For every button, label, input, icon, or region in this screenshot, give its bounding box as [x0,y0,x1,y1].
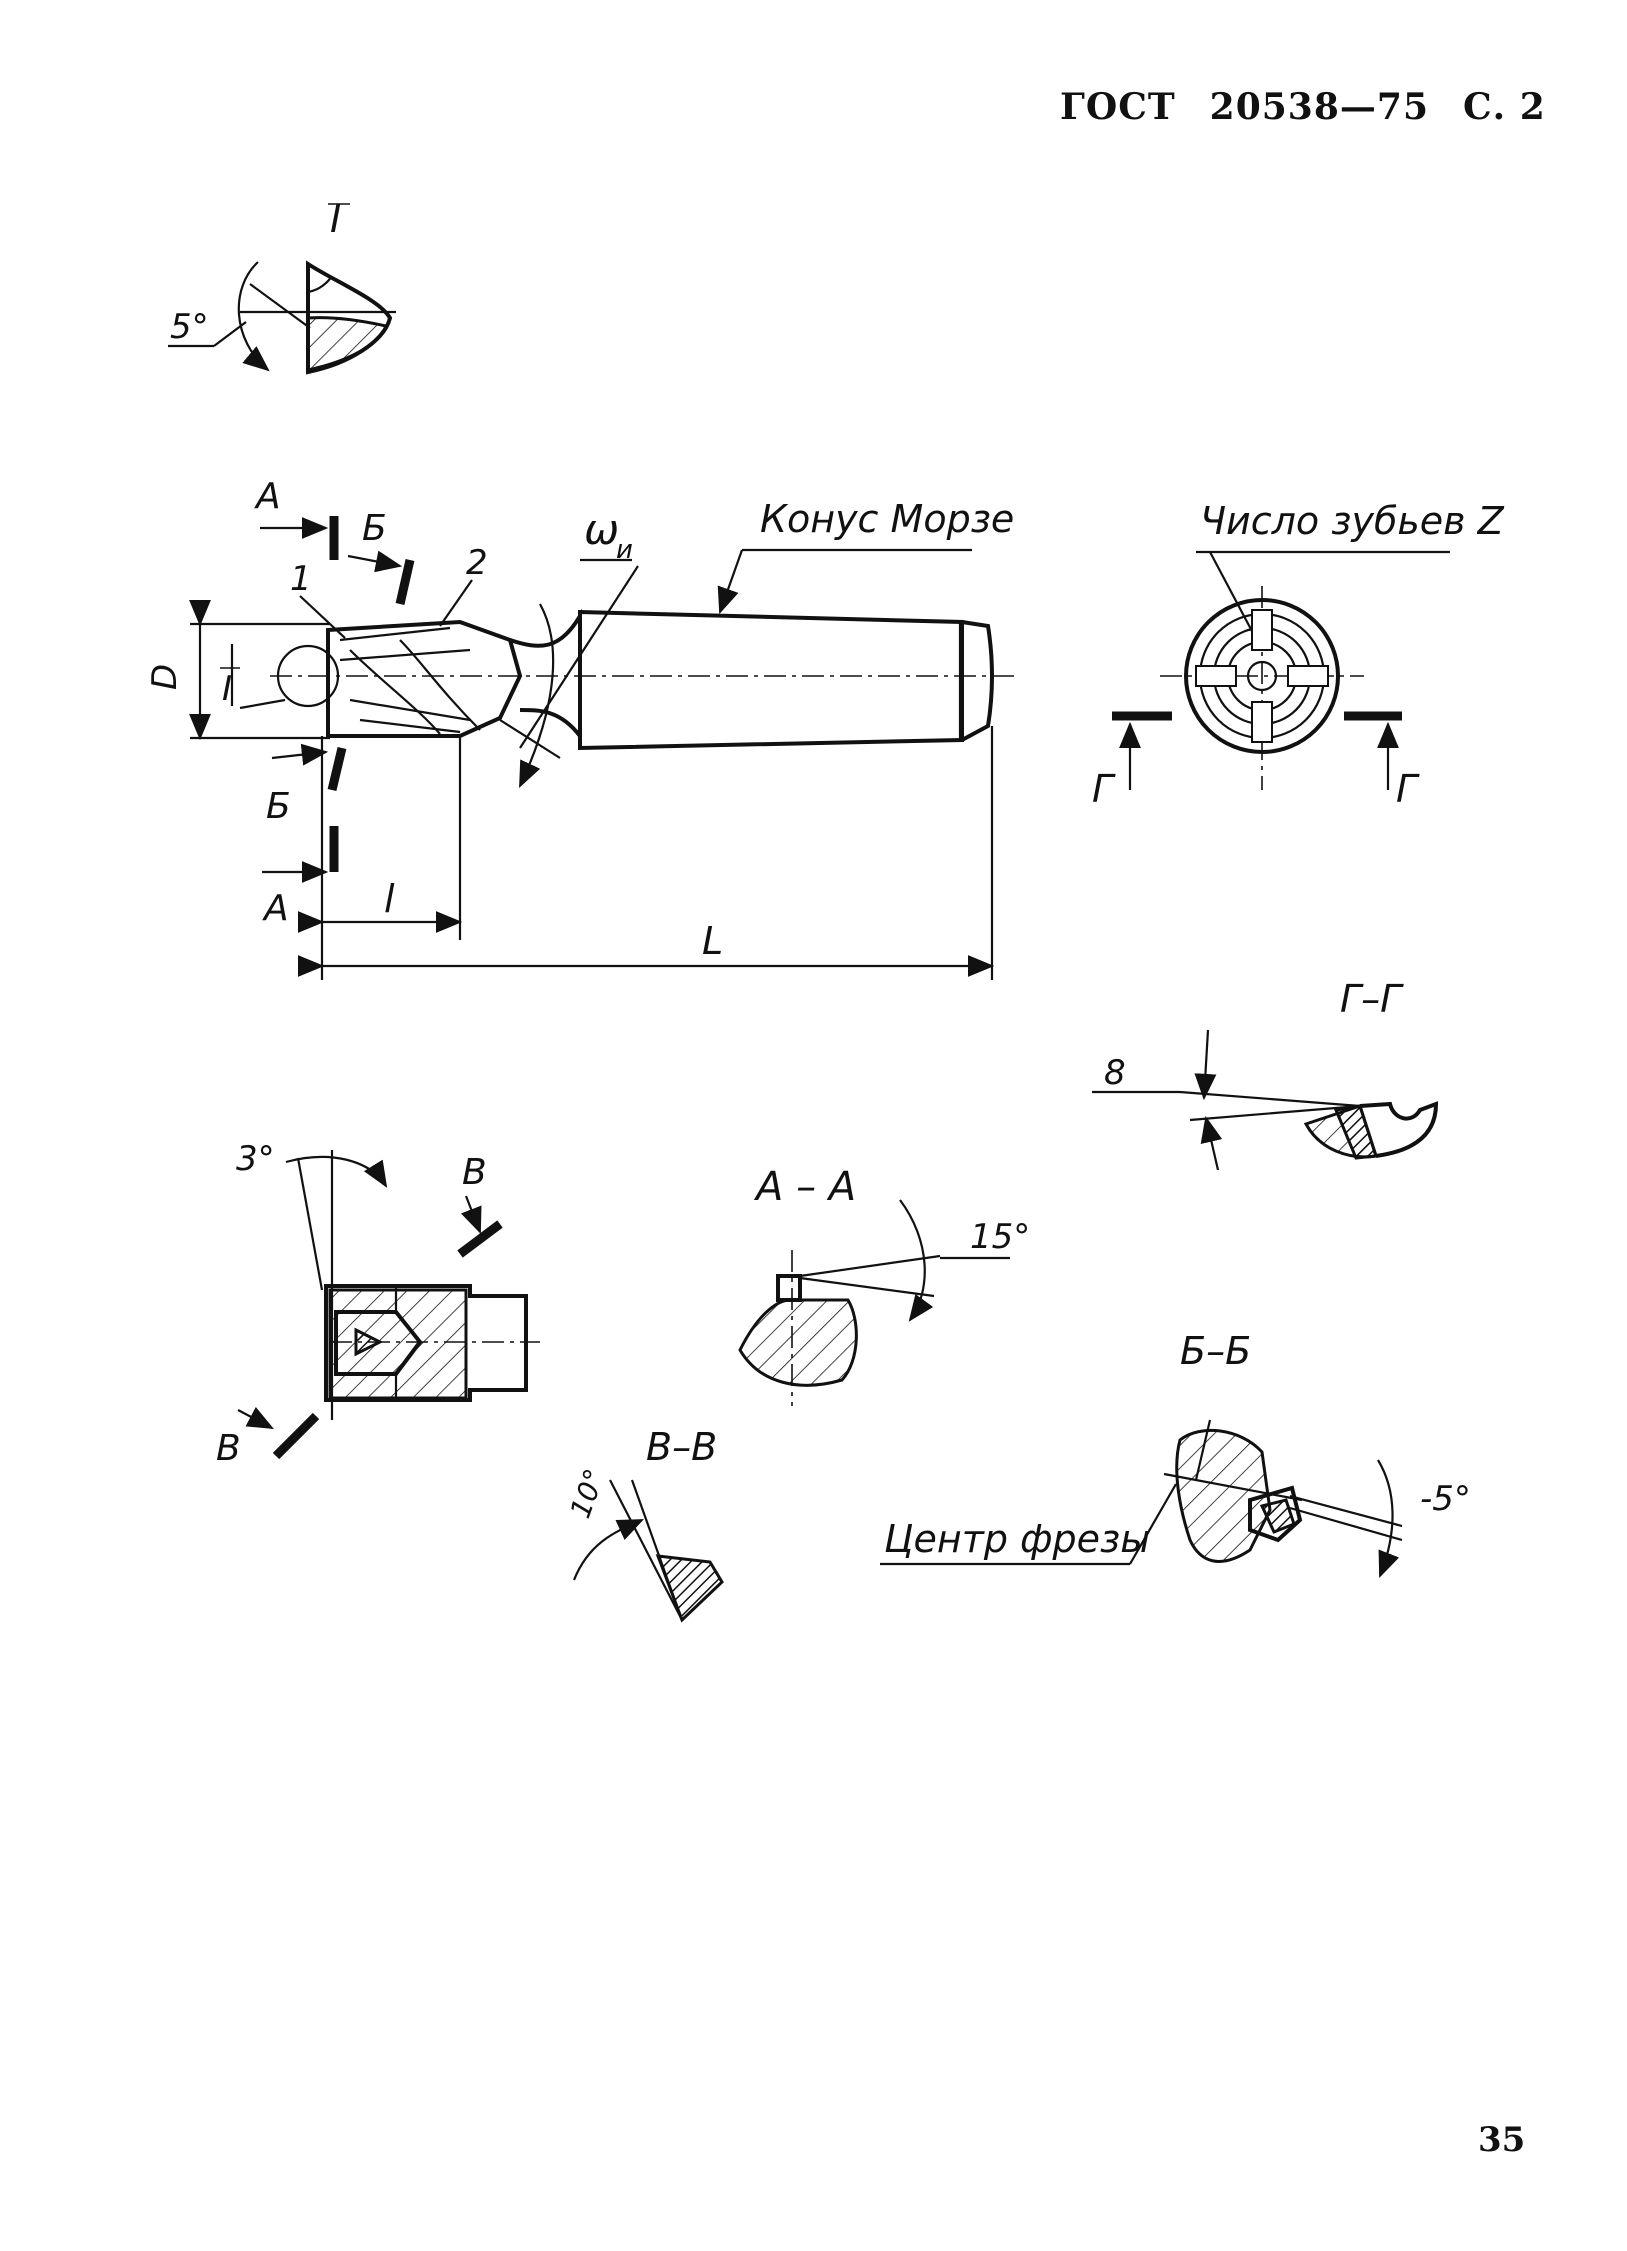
dim-8-label: 8 [1104,1053,1126,1093]
section-aa: А – А 15° [738,1164,1030,1406]
page-header: ГОСТ 20538—75 С. 2 [1060,86,1580,128]
detail-view-i: I 5° [168,197,396,375]
omega-label: ω [584,505,619,554]
dim-big-l-label: L [702,919,723,963]
header-page: С. 2 [1463,86,1546,128]
angle-3-label: 3° [236,1139,275,1179]
section-v-top-label: В [462,1152,487,1193]
section-vv-label: В–В [646,1425,717,1469]
dim-d-label: D [145,664,185,690]
part-2-label: 2 [466,543,488,583]
section-gg: Г–Г 8 [1092,977,1439,1171]
angle-15-label: 15° [970,1217,1030,1257]
section-vv: В–В 10° [564,1425,724,1623]
angle-10-label: 10° [564,1464,612,1522]
section-g-left-label: Г [1092,767,1116,811]
section-a-bottom-label: А [262,888,289,929]
teeth-count-label: Число зубьев Z [1200,499,1505,543]
section-gg-label: Г–Г [1340,977,1404,1021]
detail-i-label: I [330,197,341,241]
section-g-right-label: Г [1396,767,1420,811]
section-a-top-label: А [254,476,281,517]
header-standard: ГОСТ [1060,86,1176,128]
section-bb-label: Б–Б [1180,1329,1251,1373]
section-bb: Б–Б -5° Центр фрезы [880,1329,1471,1579]
detail-i-ref: I [222,669,232,709]
angle-minus5-label: -5° [1420,1479,1471,1519]
section-aa-label: А – А [753,1164,856,1210]
main-view-end-mill: D I А Б 1 2 ω и Кон [145,476,1020,980]
cutter-center-label: Центр фрезы [884,1517,1150,1561]
page-number: 35 [1478,2120,1526,2160]
part-1-label: 1 [290,559,312,599]
section-side-view: 3° В В [216,1139,540,1469]
omega-subscript: и [616,535,633,565]
section-b-top-label: Б [362,508,387,549]
morse-cone-label: Конус Морзе [760,497,1014,541]
dim-l-label: l [384,877,395,921]
end-view-teeth: Число зубьев Z Г Г [1092,499,1505,811]
section-b-bottom-label: Б [266,786,291,827]
header-number: 20538—75 [1209,86,1429,128]
angle-5-label: 5° [170,307,209,347]
section-v-bottom-label: В [216,1428,241,1469]
